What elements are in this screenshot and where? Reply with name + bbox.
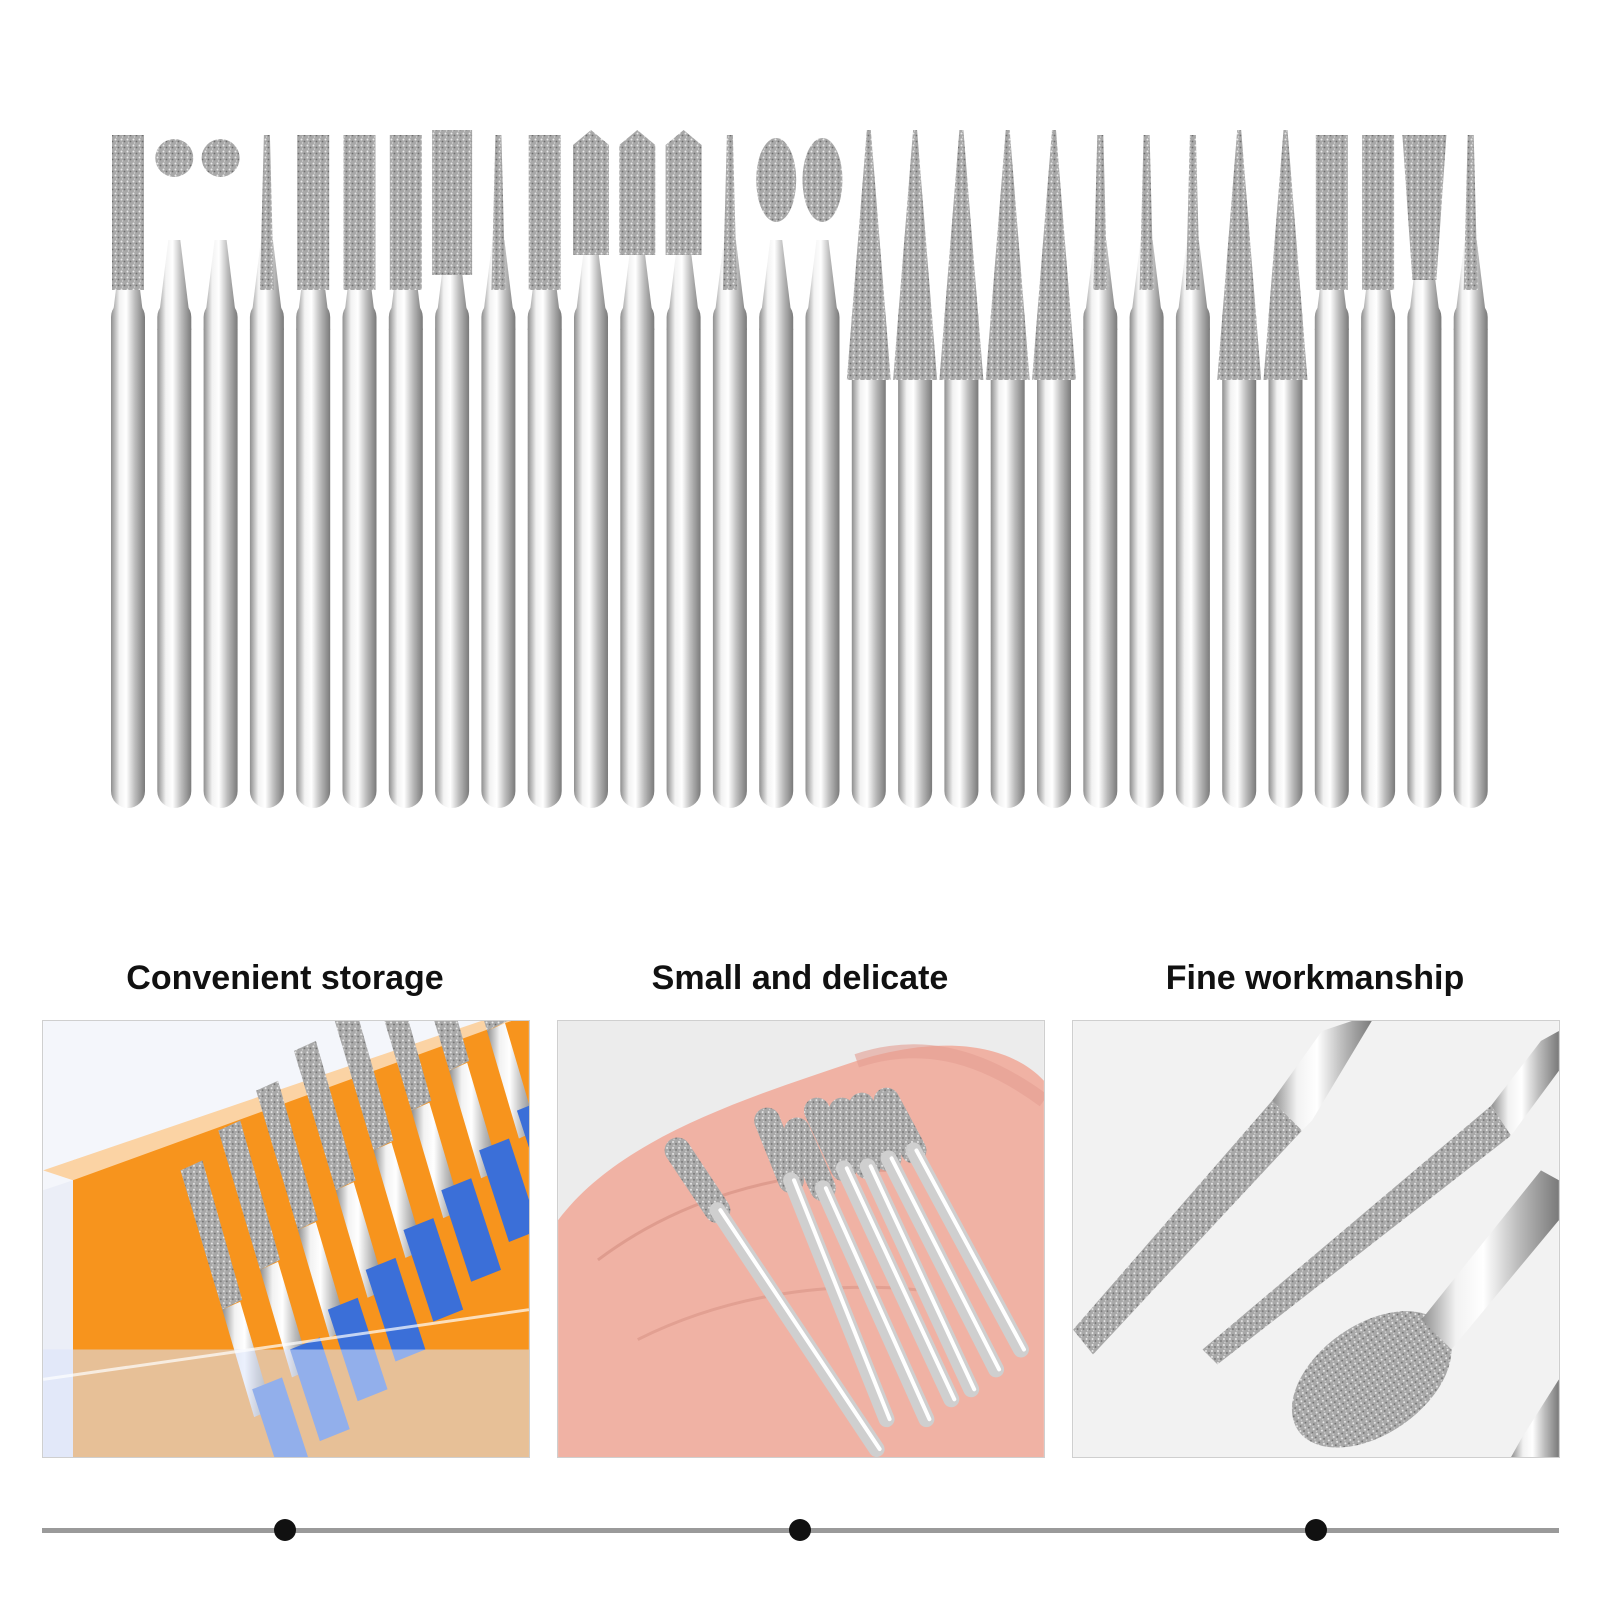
feature-title-size: Small and delicate xyxy=(651,959,949,997)
burr-bit xyxy=(342,135,377,808)
timeline-dot-2 xyxy=(789,1519,811,1541)
burr-bit xyxy=(619,130,656,808)
burr-bit xyxy=(846,130,891,808)
burr-bit xyxy=(1083,135,1118,808)
burr-bit xyxy=(296,135,331,808)
burr-bit xyxy=(1032,130,1076,808)
burr-bit xyxy=(939,130,984,808)
timeline-dot-3 xyxy=(1305,1519,1327,1541)
hand-bit xyxy=(828,1097,980,1398)
burr-bit xyxy=(893,130,938,808)
burr-bit xyxy=(1453,135,1488,808)
burr-bit xyxy=(712,135,747,808)
hand-bit xyxy=(664,1137,885,1457)
boxed-bit xyxy=(384,1021,502,1282)
burr-bit xyxy=(1217,130,1262,808)
storage-box-photo xyxy=(42,1020,530,1458)
burr-bit xyxy=(201,139,240,808)
burr-bit xyxy=(756,138,797,808)
burr-bits-row-image xyxy=(111,130,1488,808)
burr-bit xyxy=(1402,135,1447,808)
timeline-divider xyxy=(42,1519,1559,1541)
burr-bit xyxy=(432,130,473,808)
boxed-bit xyxy=(334,1021,464,1322)
burr-bit xyxy=(802,138,843,808)
boxed-bit xyxy=(484,1021,529,1148)
boxed-bit xyxy=(434,1021,529,1242)
burr-bit xyxy=(1361,135,1396,808)
hand-bit xyxy=(873,1087,1029,1358)
hand-bit xyxy=(784,1117,935,1428)
timeline-dot-1 xyxy=(274,1519,296,1541)
feature-title-storage: Convenient storage xyxy=(126,959,444,997)
burr-bit xyxy=(1263,130,1308,808)
burr-bit xyxy=(481,135,516,808)
burr-bit xyxy=(573,130,609,808)
burr-bit xyxy=(111,135,145,808)
burr-bit xyxy=(1129,135,1164,808)
burr-bit xyxy=(1175,135,1210,808)
feature-title-workmanship: Fine workmanship xyxy=(1165,959,1465,997)
hand-bit xyxy=(803,1097,960,1408)
bits-in-hand-photo xyxy=(557,1020,1045,1458)
burr-bit xyxy=(1314,135,1349,808)
burr-bit xyxy=(388,135,423,808)
burr-bit xyxy=(985,130,1030,808)
grit-closeup-photo xyxy=(1072,1020,1560,1458)
burr-bit xyxy=(665,130,702,808)
hand-bit xyxy=(848,1092,1005,1378)
boxed-bit xyxy=(293,1040,426,1362)
burr-bit xyxy=(527,135,562,808)
hand-bit xyxy=(754,1107,895,1428)
burr-bit xyxy=(155,139,194,808)
burr-bit xyxy=(249,135,284,808)
